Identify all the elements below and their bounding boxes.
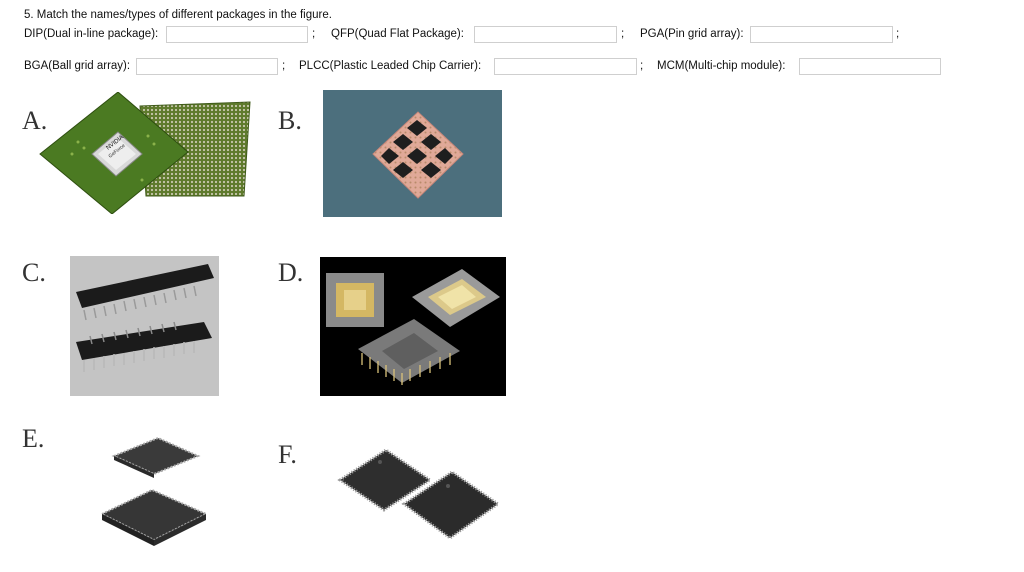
bga-input[interactable] [136,58,278,75]
separator: ; [640,60,644,72]
figure-label-c: C. [22,258,46,287]
question-text: 5. Match the names/types of different pa… [24,9,332,21]
bga-label: BGA(Ball grid array): [24,60,131,72]
figure-b-pga-image [323,90,502,217]
plcc-label: PLCC(Plastic Leaded Chip Carrier): [299,60,482,72]
mcm-label: MCM(Multi-chip module): [657,60,786,72]
plcc-input[interactable] [494,58,637,75]
qfp-label: QFP(Quad Flat Package): [331,28,464,40]
figure-label-a: A. [22,106,48,135]
pga-label: PGA(Pin grid array): [640,28,744,40]
qfp-input[interactable] [474,26,617,43]
figure-c-dip-image [70,256,219,396]
figure-a-bga-image: NVIDIA GeForce [38,92,252,214]
figure-label-d: D. [278,258,304,287]
figure-e-plcc-image [98,434,212,558]
dip-input[interactable] [166,26,308,43]
figure-f-qfp-image [330,442,506,552]
mcm-input[interactable] [799,58,941,75]
figure-label-f: F. [278,440,297,469]
figure-label-e: E. [22,424,45,453]
separator: ; [282,60,286,72]
pga-input[interactable] [750,26,893,43]
separator: ; [896,28,900,40]
dip-label: DIP(Dual in-line package): [24,28,159,40]
separator: ; [621,28,625,40]
figure-d-mcm-image [320,257,506,396]
separator: ; [312,28,316,40]
figure-label-b: B. [278,106,302,135]
